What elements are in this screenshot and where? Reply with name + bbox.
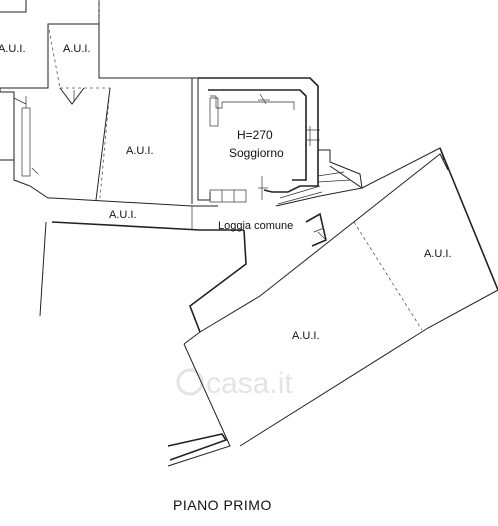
marker-line <box>313 227 325 233</box>
plan-title: PIANO PRIMO <box>173 497 272 513</box>
room-label-soggiorno: Soggiorno <box>229 146 284 160</box>
wall-segment <box>51 197 218 207</box>
loggia-door <box>305 212 327 247</box>
wall-segment <box>29 185 52 199</box>
watermark: casa.it <box>176 367 293 400</box>
wall-segment <box>275 149 363 207</box>
room-height-label: H=270 <box>237 128 273 142</box>
wall-segment <box>0 0 27 13</box>
wall-segment <box>189 229 247 333</box>
room-label-aui-mid-left: A.U.I. <box>126 145 154 157</box>
step-line <box>277 191 323 205</box>
center-aui-room <box>95 78 193 204</box>
wall-segment <box>198 77 319 193</box>
wall-segment <box>208 89 307 181</box>
wall-segment <box>199 153 449 333</box>
interior-detail <box>210 95 295 110</box>
corridor <box>51 197 244 231</box>
step-line <box>279 185 321 199</box>
wall-segment <box>167 433 228 461</box>
loggia-area <box>275 149 363 247</box>
wall-segment <box>239 289 498 447</box>
window-element <box>209 97 219 127</box>
stair-element <box>21 107 31 177</box>
dashed-boundary <box>99 87 111 199</box>
wall-segment <box>59 87 85 105</box>
wall-segment <box>183 331 201 345</box>
wall-segment <box>329 147 445 189</box>
wall-segment <box>167 343 231 467</box>
room-label-aui-top-center: A.U.I. <box>63 43 91 55</box>
room-label-aui-right: A.U.I. <box>424 248 452 260</box>
wall-segment <box>0 88 31 187</box>
room-labels: A.U.I. A.U.I. A.U.I. A.U.I. A.U.I. A.U.I… <box>0 43 452 342</box>
dashed-boundary <box>47 23 61 89</box>
wall-segment <box>51 221 244 231</box>
top-left-block <box>0 0 310 105</box>
marker-line <box>13 97 27 105</box>
marker-line <box>259 93 267 105</box>
wall-segment <box>98 24 310 79</box>
room-label-aui-top-left: A.U.I. <box>0 43 26 55</box>
marker-line <box>317 231 327 241</box>
wall-segment <box>197 78 211 201</box>
marker-line <box>31 167 39 175</box>
room-label-aui-bottom: A.U.I. <box>292 330 320 342</box>
wall-segment <box>439 147 498 291</box>
wall-segment <box>95 87 111 201</box>
right-building <box>167 147 498 467</box>
left-rooms <box>0 88 52 317</box>
dashed-boundary <box>353 221 423 331</box>
balcony-rail <box>209 189 247 203</box>
step-line <box>317 179 351 183</box>
room-label-loggia: Loggia comune <box>218 220 293 232</box>
watermark-logo-icon <box>176 368 204 396</box>
room-label-aui-corridor: A.U.I. <box>109 209 137 221</box>
wall-segment <box>39 221 47 317</box>
watermark-text: casa.it <box>206 367 293 400</box>
soggiorno-room <box>197 77 320 203</box>
